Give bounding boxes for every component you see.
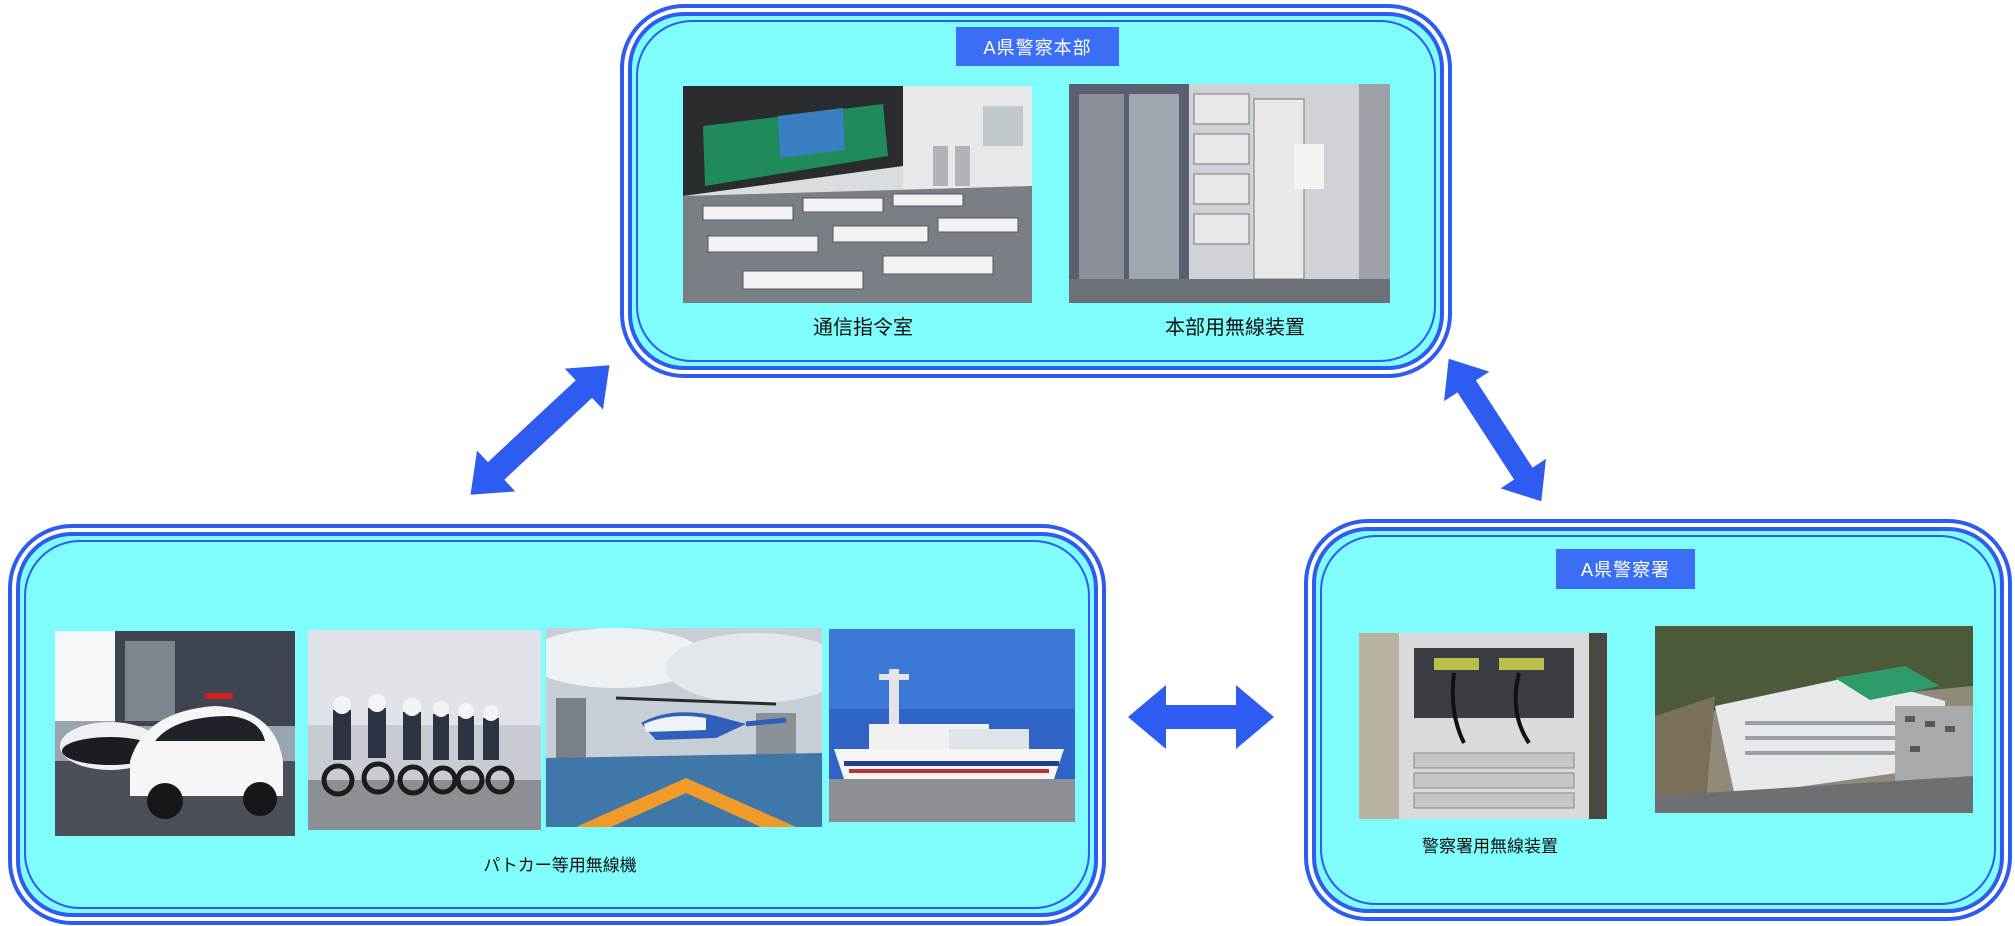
station-radio-equipment-photo: [1359, 633, 1607, 819]
double-arrow-hq-station: [1444, 358, 1546, 502]
hq-caption-radio-equipment: 本部用無線装置: [1165, 315, 1305, 339]
police-motorcycles-photo: [308, 630, 541, 830]
patrol-car-photo: [55, 631, 295, 836]
station-title-badge: A県警察署: [1556, 549, 1695, 589]
station-caption: 警察署用無線装置: [1422, 837, 1558, 857]
double-arrow-vehicles-station: [1128, 685, 1274, 749]
police-helicopter-photo: [546, 628, 822, 827]
command-center-photo: [683, 86, 1032, 303]
patrol-boat-photo: [829, 629, 1075, 822]
hq-caption-command-room: 通信指令室: [813, 315, 913, 339]
police-station-building-photo: [1655, 626, 1973, 813]
hq-radio-equipment-photo: [1069, 84, 1390, 303]
double-arrow-hq-vehicles: [470, 365, 610, 495]
hq-title-badge: A県警察本部: [956, 27, 1119, 66]
vehicles-caption: パトカー等用無線機: [483, 856, 637, 876]
